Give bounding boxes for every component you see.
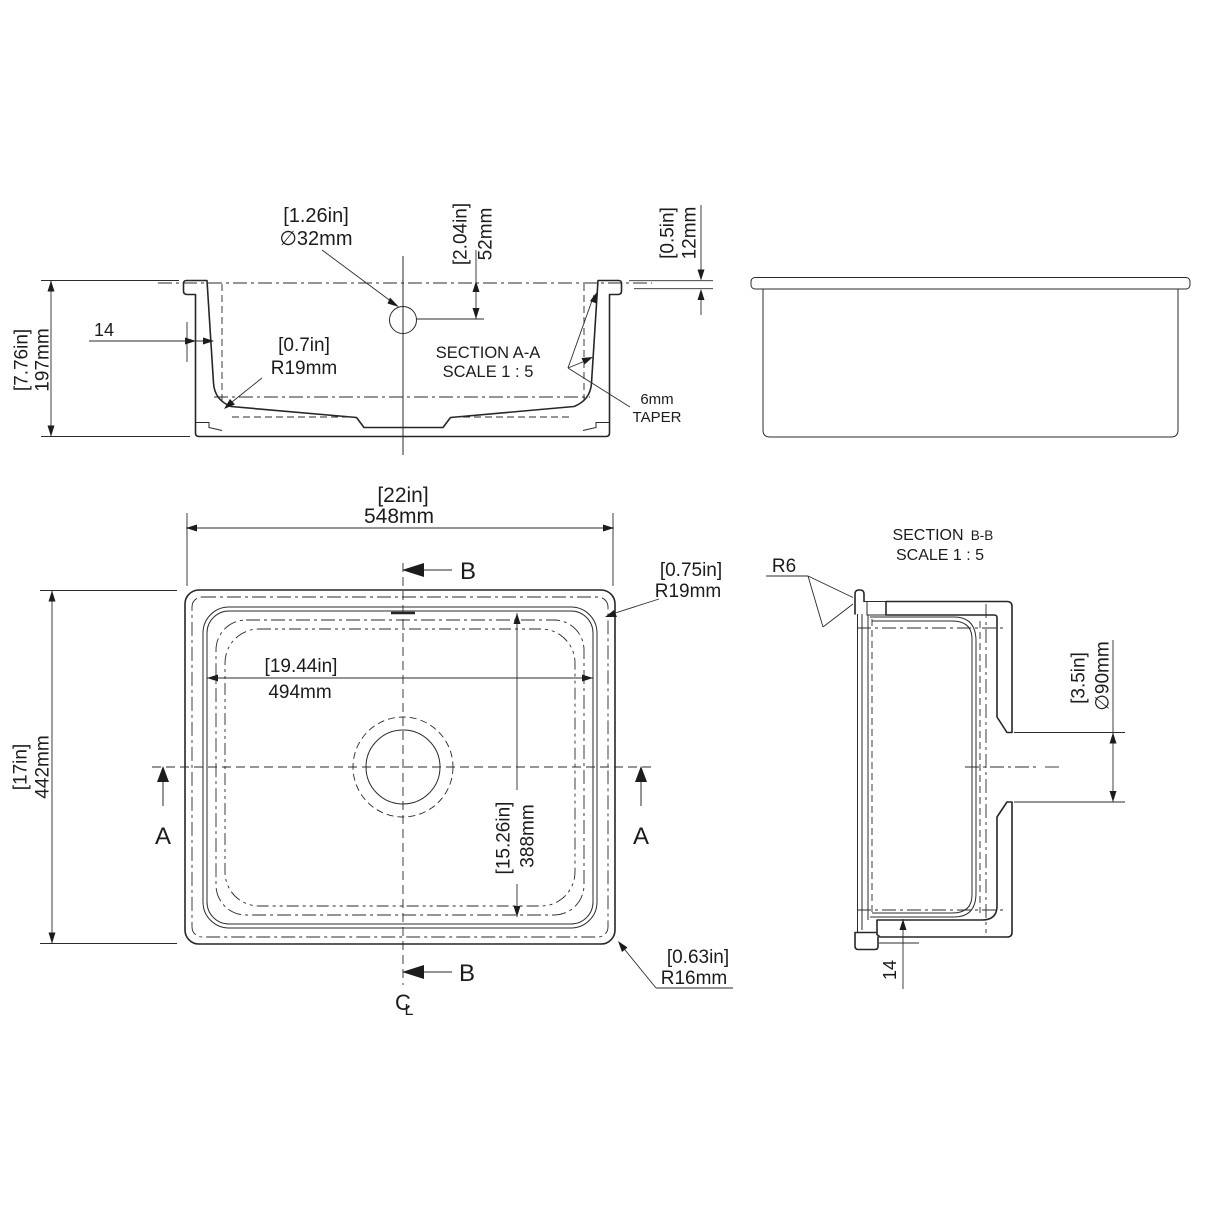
aa-depth-mm-label: 52mm [476,208,497,261]
front-rim [750,277,1191,290]
cut-label-a-left: A [155,823,171,850]
plan-bottom-edge [224,628,576,907]
section-bb-view: SECTION B-B SCALE 1 : 5 R6 [766,527,1125,989]
cut-label-b-top: B [460,558,476,585]
cut-arrow-a-left: A [155,766,171,850]
front-view [750,277,1191,438]
aa-rim-mm-label: 12mm [680,207,701,260]
plan-outer-radius-in-label: [0.63in] [667,947,729,968]
aa-bottom-step-left [196,422,223,431]
plan-outer-radius-mm-label: R16mm [661,968,728,989]
aa-wall-thickness-label: 14 [94,320,114,340]
bb-title: SECTION [892,527,963,544]
plan-view: [22in] 548mm [17in] 442mm [19.44in] 494m… [11,484,733,1019]
plan-inner-radius-in-label: [0.75in] [660,560,722,581]
bb-scale: SCALE 1 : 5 [896,547,984,564]
plan-width-in-label: [22in] [377,484,428,507]
section-aa-view: [7.76in] 197mm 14 [1.26in] ∅32mm [2.04in… [12,203,713,455]
centerline-symbol: C L [395,990,413,1019]
plan-bowl-edge-outer [202,606,598,929]
bb-cut-upper [885,600,1013,734]
aa-rim-in-label: [0.5in] [658,207,679,259]
bb-bottom-thickness-label: 14 [880,960,900,980]
aa-title: SECTION A-A [436,344,541,362]
bb-title-suffix: B-B [971,528,994,543]
bb-bowl-edge-1 [870,616,977,918]
centerline-symbol-c: C [395,990,411,1015]
bb-drain-dia-mm-label: ∅90mm [1093,641,1114,710]
aa-height-mm-label: 197mm [33,328,54,391]
bb-bottom-lip [854,931,879,951]
bb-drain-dia-in-label: [3.5in] [1069,652,1090,704]
cut-label-b-bottom: B [459,960,475,987]
bb-top-lip [854,589,865,615]
plan-inner-radius-mm-label: R19mm [655,581,722,602]
bb-lip-radius-label: R6 [772,556,796,577]
plan-depth-mm-label: 442mm [33,735,54,798]
aa-taper-word-label: TAPER [633,409,682,426]
cut-label-a-right: A [633,823,649,850]
cut-arrow-b-bottom: B [402,960,475,987]
cut-arrow-a-right: A [633,766,649,850]
bb-slab-notch [864,601,887,616]
plan-bowl-depth-in-label: [15.26in] [494,802,515,875]
plan-hidden-mid [215,619,585,916]
aa-scale: SCALE 1 : 5 [443,363,534,381]
plan-bowl-width-mm-label: 494mm [268,682,331,703]
aa-drain-hole [389,306,417,334]
plan-bowl-width-in-label: [19.44in] [265,656,338,677]
aa-radius-mm-label: R19mm [271,358,338,379]
aa-cut-material [182,279,623,438]
plan-rim-centerline [191,596,609,938]
bb-cut-lower [876,801,1013,938]
aa-bottom-step-right [582,422,609,431]
plan-bowl-depth-mm-label: 388mm [518,804,539,867]
plan-width-mm-label: 548mm [364,505,434,528]
aa-height-in-label: [7.76in] [12,329,33,391]
plan-bowl-edge-inner [206,610,594,925]
aa-depth-in-label: [2.04in] [451,203,472,265]
aa-taper-value-label: 6mm [640,391,673,408]
centerline-symbol-l: L [405,1002,414,1019]
aa-drain-dia-in-label: [1.26in] [283,205,349,227]
cut-arrow-b-top: B [402,558,476,585]
plan-depth-in-label: [17in] [11,744,32,790]
aa-radius-in-label: [0.7in] [278,335,330,356]
aa-drain-dia-mm-label: ∅32mm [280,228,353,250]
bb-bowl-edge-2 [872,620,973,914]
front-body [762,289,1179,438]
